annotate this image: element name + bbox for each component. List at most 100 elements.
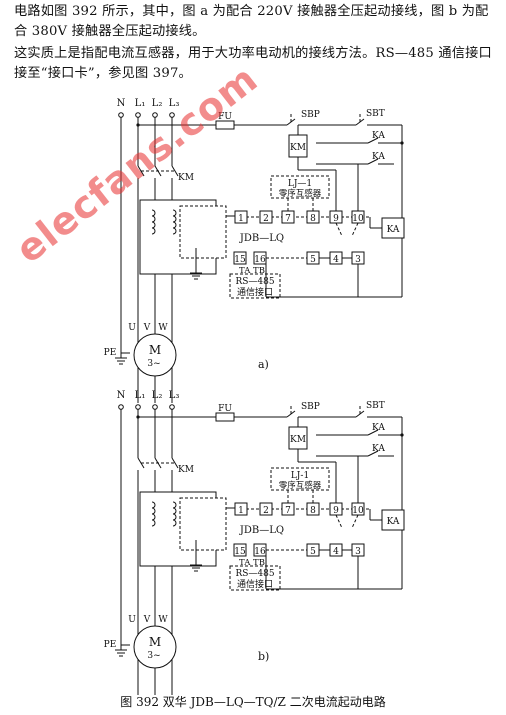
b-motor-m: M <box>149 635 161 649</box>
a-line-label-2: L₂ <box>152 98 163 109</box>
b-terminal-label-10: 10 <box>352 506 364 516</box>
b-ta-tb-label: TA TB <box>239 558 265 568</box>
a-ct1-coil <box>151 209 156 235</box>
b-terminal-label-9: 9 <box>333 506 339 516</box>
b-uvw-V: V <box>143 615 151 625</box>
b-terminal-label-7: 7 <box>285 506 291 516</box>
b-terminal-label-1: 1 <box>238 506 244 516</box>
b-line-label-0: N <box>117 390 126 401</box>
b-motor-phase: 3~ <box>147 651 160 661</box>
a-line-label-0: N <box>117 98 126 109</box>
b-terminal-15 <box>233 543 247 557</box>
a-rs485-title: RS—485 <box>235 277 274 287</box>
b-internal-contact-1 <box>335 514 343 529</box>
a-motor-phase: 3~ <box>147 359 160 369</box>
a-terminal-label-9: 9 <box>333 214 339 224</box>
b-sbp-label: SBP <box>301 402 320 412</box>
a-terminal-label-3: 3 <box>355 255 361 265</box>
a-terminal-label-5: 5 <box>310 255 316 265</box>
a-internal-contact-2 <box>351 222 359 237</box>
a-ka1-label: KA <box>372 131 385 141</box>
a-fuse-label: FU <box>218 112 232 122</box>
b-lj-box <box>270 467 330 491</box>
a-lj-title: LJ—1 <box>288 179 312 189</box>
a-ka-coil-label: KA <box>387 225 400 235</box>
a-km-main-contact-2 <box>171 165 179 177</box>
diagram-b-label: b) <box>258 650 270 663</box>
a-terminal-label-4: 4 <box>333 255 339 265</box>
figure-caption: 图 392 双华 JDB—LQ—TQ/Z 二次电流起动电路 <box>120 695 386 709</box>
b-terminal-label-4: 4 <box>333 547 339 557</box>
a-ka2-label: KA <box>372 152 385 162</box>
a-lj-box <box>270 175 330 199</box>
b-ct1-coil <box>151 501 156 527</box>
intro-paragraph-1: 电路如图 392 所示，其中，图 a 为配合 220V 接触器全压起动接线，图 … <box>14 4 489 39</box>
a-line-label-1: L₁ <box>135 98 146 109</box>
b-line-label-1: L₁ <box>135 390 146 401</box>
a-terminal-label-16: 16 <box>254 255 266 265</box>
b-line-terminal-1 <box>135 404 141 410</box>
intro-paragraph-2: 这实质上是指配电流互感器，用于大功率电动机的接线方法。RS—485 通信接口接至… <box>14 46 492 81</box>
b-terminal-1 <box>234 502 248 516</box>
a-internal-contact-1 <box>335 222 343 237</box>
a-ta-tb-label: TA TB <box>239 266 265 276</box>
b-terminal-label-5: 5 <box>310 547 316 557</box>
b-terminal-label-8: 8 <box>310 506 316 516</box>
b-internal-contact-2 <box>351 514 359 529</box>
b-fuse-label: FU <box>218 404 232 414</box>
b-uvw-U: U <box>128 615 136 625</box>
a-uvw-U: U <box>128 323 136 333</box>
a-motor-m: M <box>149 343 161 357</box>
a-line-terminal-2 <box>152 112 158 118</box>
b-uvw-W: W <box>158 615 168 625</box>
a-terminal-15 <box>233 251 247 265</box>
a-ct-dashed-box <box>179 205 227 259</box>
b-terminal-label-3: 3 <box>355 547 361 557</box>
b-ka1-contact <box>367 429 379 436</box>
a-rs485-box <box>229 273 281 299</box>
a-terminal-label-7: 7 <box>285 214 291 224</box>
b-ct2-coil <box>172 501 177 527</box>
a-terminal-label-1: 1 <box>238 214 244 224</box>
a-motor <box>133 333 177 377</box>
b-terminal-label-15: 15 <box>234 547 246 557</box>
b-km-coil-label: KM <box>290 435 306 445</box>
a-terminal-label-15: 15 <box>234 255 246 265</box>
a-uvw-W: W <box>158 323 168 333</box>
b-terminal-label-16: 16 <box>254 547 266 557</box>
a-terminal-1 <box>234 210 248 224</box>
b-ka2-contact <box>367 450 379 457</box>
a-rs485-subtitle: 通信接口 <box>237 286 273 298</box>
a-ka2-contact <box>367 158 379 165</box>
a-km-contact-label: KM <box>178 173 194 183</box>
a-line-terminal-0 <box>118 112 124 118</box>
a-sbt-label: SBT <box>366 109 385 119</box>
b-ka1-label: KA <box>372 423 385 433</box>
a-device-label: JDB—LQ <box>239 233 284 244</box>
b-terminal-2 <box>259 502 273 516</box>
a-terminal-label-2: 2 <box>263 214 269 224</box>
b-km-main-contact-2 <box>171 457 179 469</box>
a-terminal-label-10: 10 <box>352 214 364 224</box>
a-ct2-coil <box>172 209 177 235</box>
a-km-coil-label: KM <box>290 143 306 153</box>
b-line-terminal-0 <box>118 404 124 410</box>
a-sbp-label: SBP <box>301 110 320 120</box>
a-terminal-label-8: 8 <box>310 214 316 224</box>
b-line-label-3: L₃ <box>169 390 180 401</box>
b-rs485-subtitle: 通信接口 <box>237 578 273 590</box>
b-pe-label: PE <box>104 640 117 650</box>
b-ct-dashed-box <box>179 497 227 551</box>
b-sbt-label: SBT <box>366 401 385 411</box>
diagram-a-label: a) <box>258 358 269 371</box>
b-device-label: JDB—LQ <box>239 525 284 536</box>
b-ka-coil-label: KA <box>387 517 400 527</box>
a-ka1-contact <box>367 137 379 144</box>
a-lj-subtitle: 零序互感器 <box>279 188 322 199</box>
b-lj-title: LJ-1 <box>291 471 309 481</box>
b-lj-subtitle: 零序互感器 <box>279 480 322 491</box>
a-uvw-V: V <box>143 323 151 333</box>
